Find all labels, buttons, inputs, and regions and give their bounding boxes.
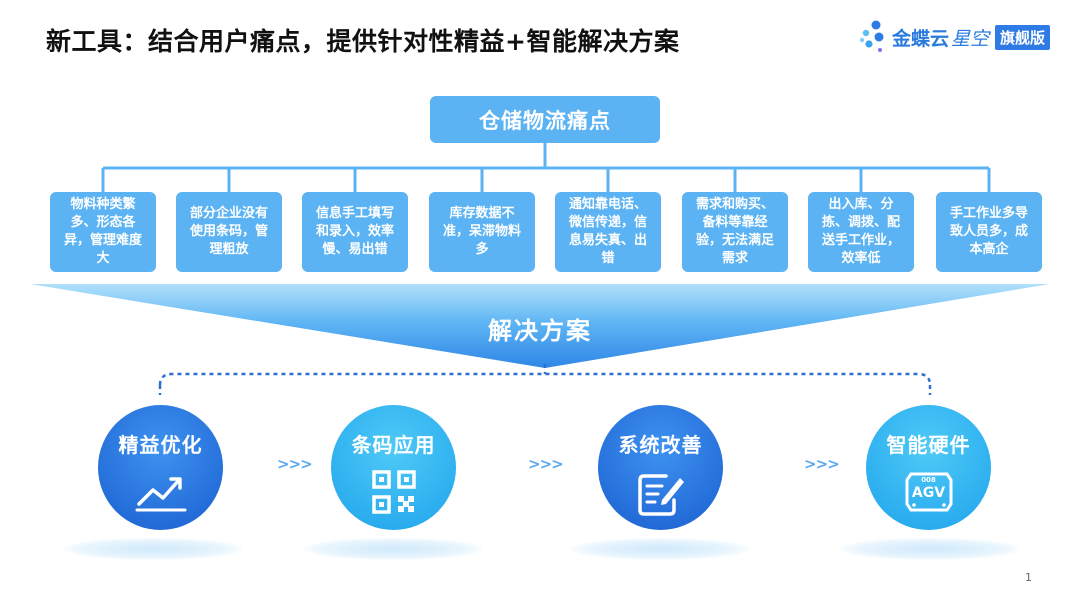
solution-funnel: [30, 284, 1050, 368]
brand-logo: 金蝶云 星空 旗舰版: [858, 20, 1051, 54]
solution-label-hardware: 智能硬件: [886, 433, 971, 457]
pain-point-2: 部分企业没有使用条码，管理粗放: [176, 192, 282, 272]
solution-label-lean: 精益优化: [118, 433, 203, 457]
solution-label: 解决方案: [488, 317, 592, 345]
logo-brand: 金蝶云: [892, 27, 950, 50]
qr-code-icon: [371, 470, 416, 518]
pedestal-3: [570, 538, 750, 560]
arrow-1-to-2: >>>: [277, 455, 313, 473]
solution-label-system: 系统改善: [618, 433, 703, 457]
logo-dots-icon: [858, 20, 888, 54]
solution-label-barcode: 条码应用: [351, 433, 436, 457]
pain-point-6: 需求和购买、备料等靠经验，无法满足需求: [682, 192, 788, 272]
solution-barcode: 条码应用: [331, 405, 456, 530]
agv-label: AGV: [911, 485, 946, 501]
pain-point-5: 通知靠电话、微信传递，信息易失真、出错: [555, 192, 661, 272]
document-edit-icon: [636, 470, 686, 520]
agv-robot-icon: 008 AGV: [903, 470, 955, 512]
pedestal-2: [303, 538, 483, 560]
pedestal-4: [840, 538, 1020, 560]
pedestal-1: [63, 538, 243, 560]
pain-point-8: 手工作业多导致人员多，成本高企: [936, 192, 1042, 272]
trend-up-icon: [135, 470, 187, 516]
pain-point-4: 库存数据不准，呆滞物料多: [429, 192, 535, 272]
agv-small-label: 008: [921, 476, 936, 484]
pain-point-1: 物料种类繁多、形态各异，管理难度大: [50, 192, 156, 272]
pain-point-7: 出入库、分拣、调拨、配送手工作业，效率低: [808, 192, 914, 272]
solution-hardware: 智能硬件 008 AGV: [866, 405, 991, 530]
arrow-3-to-4: >>>: [804, 455, 840, 473]
logo-product: 星空: [951, 27, 990, 50]
pain-points-root: 仓储物流痛点: [430, 96, 660, 143]
solution-lean: 精益优化: [98, 405, 223, 530]
solution-system: 系统改善: [598, 405, 723, 530]
arrow-2-to-3: >>>: [528, 455, 564, 473]
page-number: 1: [1025, 571, 1032, 584]
logo-badge: 旗舰版: [995, 24, 1051, 50]
pain-point-3: 信息手工填写和录入，效率慢、易出错: [302, 192, 408, 272]
page-title: 新工具：结合用户痛点，提供针对性精益+智能解决方案: [46, 27, 680, 56]
